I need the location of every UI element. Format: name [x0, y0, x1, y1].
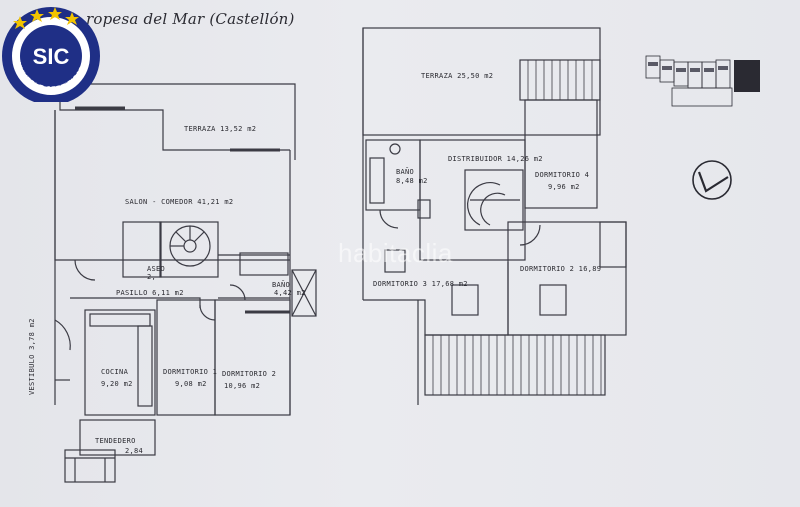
floor1-terraza-label: TERRAZA 13,52 m2	[184, 125, 257, 133]
sic-certified-badge-icon: SIC INMUEBLE CERTIFICADO	[2, 4, 100, 102]
floor1-bano-area: 4,42 m2	[274, 289, 306, 297]
floor1-bano-label: BAÑO	[272, 281, 291, 289]
floor2-bano-area: 8,48 m2	[396, 177, 428, 185]
floor2-distribuidor-label: DISTRIBUIDOR 14,26 m2	[448, 155, 543, 163]
floor1-aseo-label: ASEO	[147, 265, 166, 273]
floor2-dormitorio3-label: DORMITORIO 3 17,68 m2	[373, 280, 468, 288]
floor2-terraza-label: TERRAZA 25,50 m2	[421, 72, 494, 80]
building-location-thumbnail	[645, 55, 760, 107]
floor2-dormitorio4-label: DORMITORIO 4	[535, 171, 590, 179]
floor1-pasillo-label: PASILLO 6,11 m2	[116, 289, 184, 297]
floor1-tendedero-label: TENDEDERO	[95, 437, 136, 445]
page-title: ropesa del Mar (Castellón)	[86, 10, 295, 28]
north-arrow-icon	[692, 160, 732, 200]
floor-1-walls	[54, 83, 317, 483]
floor1-dormitorio1-area: 9,08 m2	[175, 380, 207, 388]
floor1-vestibulo-label: VESTIBULO 3,78 m2	[28, 318, 36, 395]
floor2-dormitorio4-area: 9,96 m2	[548, 183, 580, 191]
svg-text:SIC: SIC	[33, 44, 70, 69]
floor1-dormitorio2-area: 10,96 m2	[224, 382, 261, 390]
floor2-bano-label: BAÑO	[396, 168, 415, 176]
floor1-tendedero-area: 2,84	[125, 447, 144, 455]
floor1-cocina-area: 9,20 m2	[101, 380, 133, 388]
habitaclia-watermark: habitaclia	[338, 238, 453, 268]
floor1-aseo-area: 2,	[147, 273, 157, 281]
floor1-cocina-label: COCINA	[101, 368, 129, 376]
floor2-dormitorio2-label: DORMITORIO 2 16,89	[520, 265, 602, 273]
floor1-dormitorio1-label: DORMITORIO 1	[163, 368, 218, 376]
floor1-salon-label: SALON - COMEDOR 41,21 m2	[125, 198, 234, 206]
floor1-dormitorio2-label: DORMITORIO 2	[222, 370, 277, 378]
floor-2-walls	[362, 27, 627, 405]
